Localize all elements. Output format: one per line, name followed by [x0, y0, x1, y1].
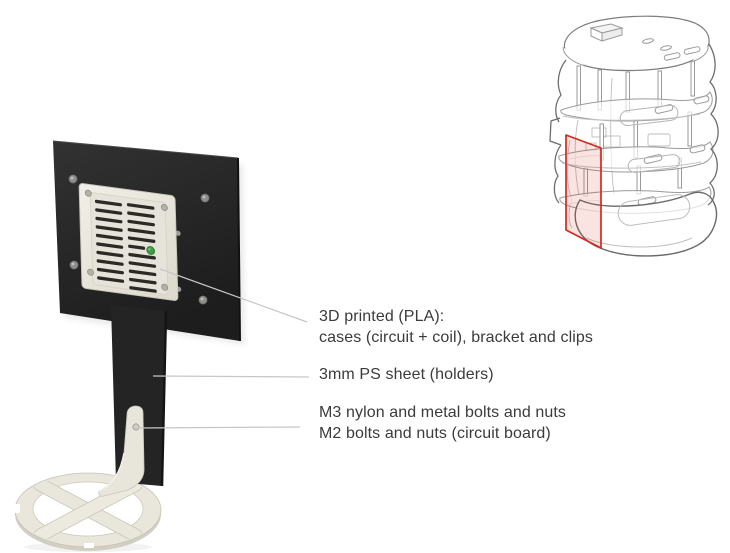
- panel-top-edge: [52, 140, 239, 159]
- standoff-post: [576, 65, 581, 111]
- label-line: M2 bolts and nuts (circuit board): [319, 425, 551, 442]
- case-screw: [161, 283, 169, 291]
- ring-notch: [84, 543, 94, 548]
- vent-plate: [89, 192, 169, 295]
- label-fasteners: M3 nylon and metal bolts and nuts M2 bol…: [319, 402, 566, 444]
- deck-clip: [693, 95, 710, 105]
- vent-slots: [94, 199, 157, 293]
- coil-case-ring: [14, 472, 162, 552]
- label-line: cases (circuit + coil), bracket and clip…: [319, 329, 593, 346]
- bracket-bolt: [132, 423, 140, 431]
- deck-clip: [689, 144, 706, 154]
- top-plate-box: [589, 23, 624, 42]
- stem-right-edge: [160, 310, 168, 487]
- panel-screw: [200, 193, 210, 203]
- deck-pocket: [619, 104, 679, 127]
- leader-line-bracket: [136, 426, 301, 429]
- bracket: [98, 405, 145, 497]
- leader-line-case: [159, 268, 308, 323]
- panel-screw: [69, 260, 79, 270]
- highlight-panel: [565, 134, 602, 249]
- case-screw: [160, 204, 168, 211]
- tower-top-plate: [562, 15, 710, 72]
- tower-silhouette: [549, 43, 719, 206]
- circuit-case: [78, 183, 182, 301]
- robot-tower-wireframe: [549, 15, 719, 257]
- led-highlight: [148, 248, 151, 251]
- label-line: 3D printed (PLA):: [319, 308, 445, 325]
- bracket-highlight: [98, 452, 125, 492]
- panel-screw: [198, 295, 208, 305]
- case-side-bolt: [175, 230, 181, 236]
- coil-stand-illustration: [14, 140, 245, 552]
- case-screw: [87, 268, 94, 276]
- leader-lines: [136, 268, 310, 429]
- panel-screws: [68, 174, 210, 305]
- top-plate-slots: [642, 38, 701, 61]
- case-screws: [84, 189, 169, 291]
- standoff-post: [687, 111, 692, 147]
- tower-deck-2: [560, 91, 713, 127]
- panel-screw: [68, 174, 78, 184]
- case-screw: [84, 189, 92, 197]
- tower-deck-3: [558, 141, 714, 173]
- label-line: M3 nylon and metal bolts and nuts: [319, 404, 567, 421]
- panel-right-edge: [237, 157, 241, 342]
- dome-recess: [617, 194, 691, 226]
- deck-pocket: [627, 154, 681, 173]
- label-materials-3d-printed: 3D printed (PLA): cases (circuit + coil)…: [319, 306, 593, 348]
- ring-notch: [14, 504, 20, 513]
- leader-line-stem: [152, 375, 310, 378]
- tower-left-tab: [549, 117, 562, 146]
- label-line: 3mm PS sheet (holders): [319, 366, 494, 383]
- label-material-ps-sheet: 3mm PS sheet (holders): [319, 364, 494, 385]
